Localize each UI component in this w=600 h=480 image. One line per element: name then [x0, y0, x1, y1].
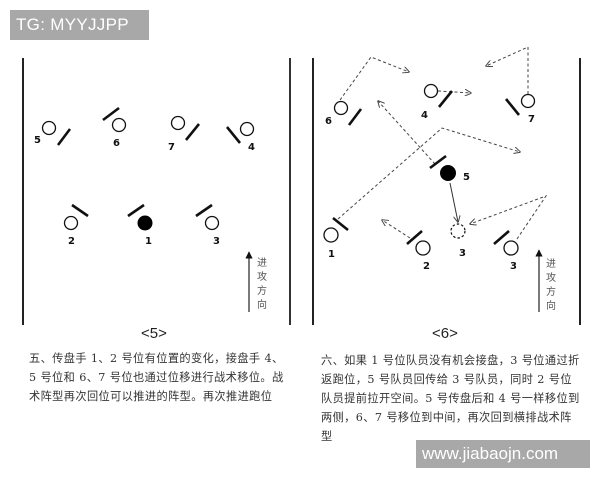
- defender-mark-icon: [347, 108, 363, 126]
- defender-mark-icon: [332, 216, 349, 232]
- defender-mark-icon: [71, 203, 89, 218]
- player-number: 2: [68, 236, 75, 247]
- defender-mark-icon: [195, 203, 213, 218]
- run-path-player-3: [470, 194, 548, 240]
- run-path-player-7: [486, 46, 529, 94]
- player-number: 1: [328, 249, 335, 260]
- defender-mark-icon: [225, 126, 242, 144]
- run-path-player-4: [437, 91, 471, 93]
- caption-diagram-5: 五、传盘手 1、2 号位有位置的变化，接盘手 4、5 号位和 6、7 号位也通过…: [29, 352, 284, 403]
- player-number: 4: [421, 110, 428, 121]
- defender-mark-icon: [493, 230, 510, 245]
- player-3: 3: [195, 203, 220, 247]
- player-number: 7: [168, 142, 175, 153]
- direction-char: 进: [546, 258, 556, 270]
- player-circle-icon: [111, 117, 127, 133]
- player-circle-icon: [520, 93, 536, 109]
- direction-char: 进: [257, 257, 267, 269]
- direction-char: 攻: [257, 270, 267, 283]
- direction-char: 攻: [546, 271, 556, 284]
- defender-mark-icon: [184, 123, 201, 141]
- player-number: 5: [34, 135, 41, 146]
- player-2: 2: [406, 230, 431, 272]
- diagram-6: 6 4 7 5 1 2: [312, 46, 581, 342]
- player-circle-icon: [423, 83, 439, 99]
- direction-char: 方: [546, 285, 556, 298]
- attack-direction: 进 攻 方 向: [245, 251, 267, 312]
- run-path-player-1: [337, 127, 520, 220]
- player-circle-icon: [170, 115, 186, 131]
- watermark-bottom: www.jiabaojn.com: [416, 440, 590, 468]
- player-5: 5: [429, 154, 470, 183]
- defender-mark-icon: [406, 230, 423, 245]
- player-circle-icon: [204, 215, 220, 231]
- defender-mark-icon: [56, 128, 72, 146]
- player-number: 1: [145, 236, 152, 247]
- player-number: 3: [213, 236, 220, 247]
- watermark-top: TG: MYYJJPP: [10, 10, 149, 40]
- player-3: 3: [493, 230, 519, 272]
- player-1: 1: [127, 203, 153, 247]
- player-number: 4: [248, 142, 255, 153]
- direction-char: 向: [546, 299, 556, 312]
- disc-holder-icon: [440, 165, 456, 181]
- player-7: 7: [168, 115, 201, 153]
- direction-char: 向: [257, 298, 267, 311]
- player-number: 6: [325, 116, 332, 127]
- defender-mark-icon: [127, 203, 145, 218]
- player-7: 7: [504, 93, 536, 125]
- player-number: 6: [113, 138, 120, 149]
- run-path-player-2: [382, 220, 411, 239]
- player-1: 1: [323, 216, 349, 260]
- defender-mark-icon: [102, 106, 120, 122]
- defender-mark-icon: [437, 90, 454, 108]
- player-4: 4: [225, 121, 255, 153]
- diagram-5: 5 6 7 4 2 1: [22, 58, 291, 342]
- player-6: 6: [102, 106, 127, 149]
- player-2: 2: [63, 203, 89, 247]
- player-6: 6: [325, 100, 363, 127]
- caption-diagram-6: 六、如果 1 号位队员没有机会接盘，3 号位通过折返跑位，5 号队员回传给 3 …: [321, 354, 580, 443]
- player-circle-icon: [323, 227, 339, 243]
- player-circle-icon: [333, 100, 349, 116]
- dashed-circle-icon: [450, 223, 466, 239]
- pass-line-5-to-3: [449, 182, 458, 222]
- player-circle-icon: [41, 120, 57, 136]
- player-5: 5: [34, 120, 72, 146]
- player-number: 2: [423, 261, 430, 272]
- player-number: 7: [528, 114, 535, 125]
- run-path-player-6: [339, 56, 409, 101]
- movement-paths: [337, 46, 548, 240]
- direction-char: 方: [257, 284, 267, 297]
- defender-mark-icon: [504, 98, 521, 116]
- player-circle-icon: [63, 215, 79, 231]
- player-circle-icon: [415, 240, 431, 256]
- figure-label: <5>: [141, 325, 167, 342]
- player-circle-icon: [503, 240, 519, 256]
- player-number: 3: [459, 248, 466, 259]
- player-number: 5: [463, 172, 470, 183]
- player-number: 3: [510, 261, 517, 272]
- defender-mark-icon: [429, 154, 447, 170]
- figure-label: <6>: [432, 325, 458, 342]
- player-4: 4: [421, 83, 454, 121]
- player-3-target-position: 3: [450, 223, 466, 259]
- player-circle-icon: [239, 121, 255, 137]
- attack-direction: 进 攻 方 向: [535, 249, 556, 312]
- disc-holder-icon: [137, 215, 153, 231]
